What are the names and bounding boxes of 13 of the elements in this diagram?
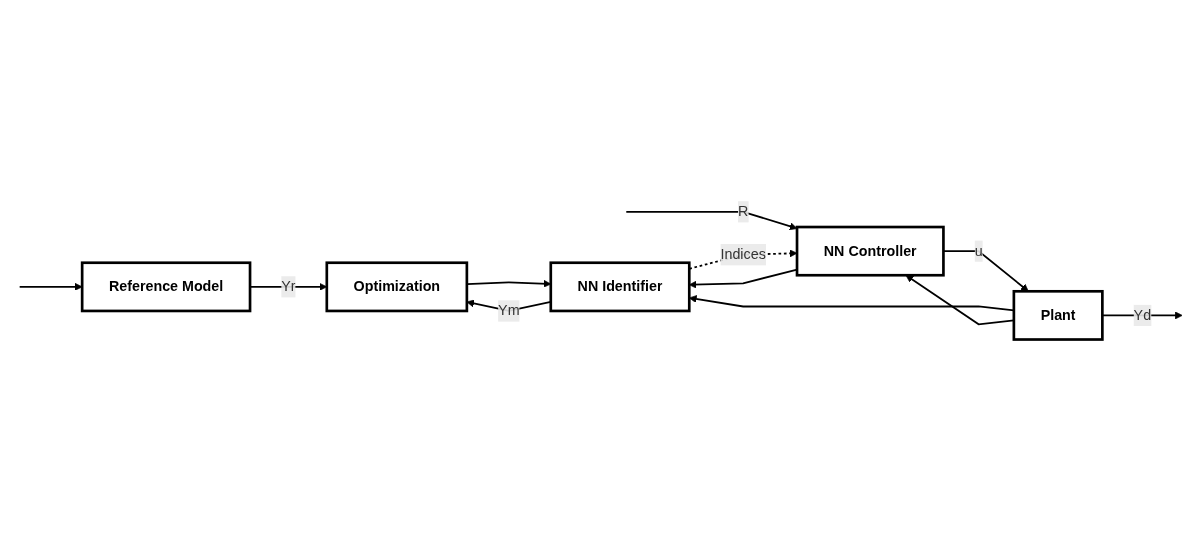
node-box: Plant — [1012, 289, 1104, 341]
node-box: Reference Model — [80, 261, 252, 312]
arrow — [18, 282, 83, 291]
edge-label: R — [737, 203, 749, 219]
edge-label: Yd — [1133, 307, 1152, 323]
edge-label: Indices — [720, 246, 766, 262]
node-box: NN Controller — [795, 225, 945, 277]
edge-label: Yr — [281, 278, 296, 294]
node-box: NN Identifier — [549, 261, 691, 312]
arrow — [625, 210, 798, 230]
edge-label: Ym — [498, 302, 520, 318]
edge-label: u — [974, 242, 983, 258]
node-box: Optimization — [325, 261, 469, 312]
